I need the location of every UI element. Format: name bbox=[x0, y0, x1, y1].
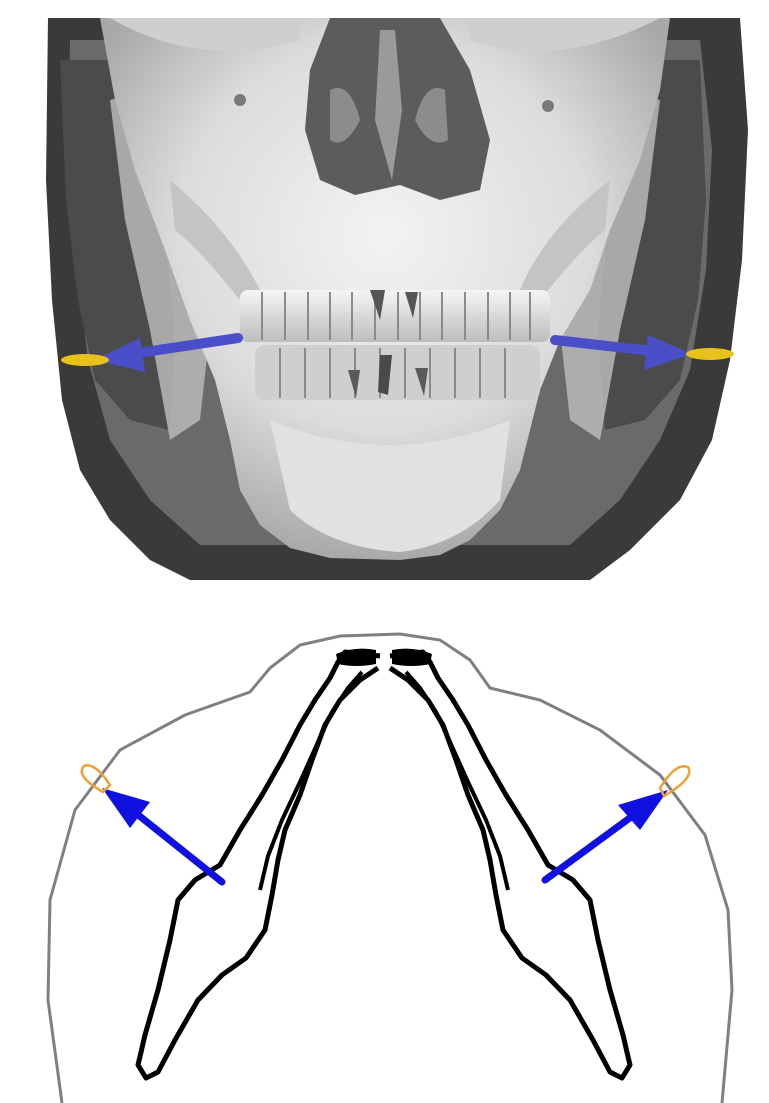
top-right-marker bbox=[686, 348, 734, 360]
upper-teeth bbox=[240, 290, 550, 342]
right-infraorbital-foramen bbox=[542, 100, 554, 112]
lower-teeth bbox=[255, 345, 540, 400]
incisor-cluster bbox=[336, 649, 432, 666]
mandible-inner-wall bbox=[260, 672, 508, 890]
left-infraorbital-foramen bbox=[234, 94, 246, 106]
mandible-outline bbox=[138, 652, 630, 1078]
bottom-left-arrow bbox=[102, 788, 222, 882]
head-contour bbox=[48, 634, 732, 1103]
bottom-panel-mandible-outline bbox=[48, 634, 732, 1103]
bottom-right-arrow bbox=[545, 790, 668, 880]
top-panel-skull-render bbox=[46, 18, 748, 580]
top-left-marker bbox=[61, 354, 109, 366]
